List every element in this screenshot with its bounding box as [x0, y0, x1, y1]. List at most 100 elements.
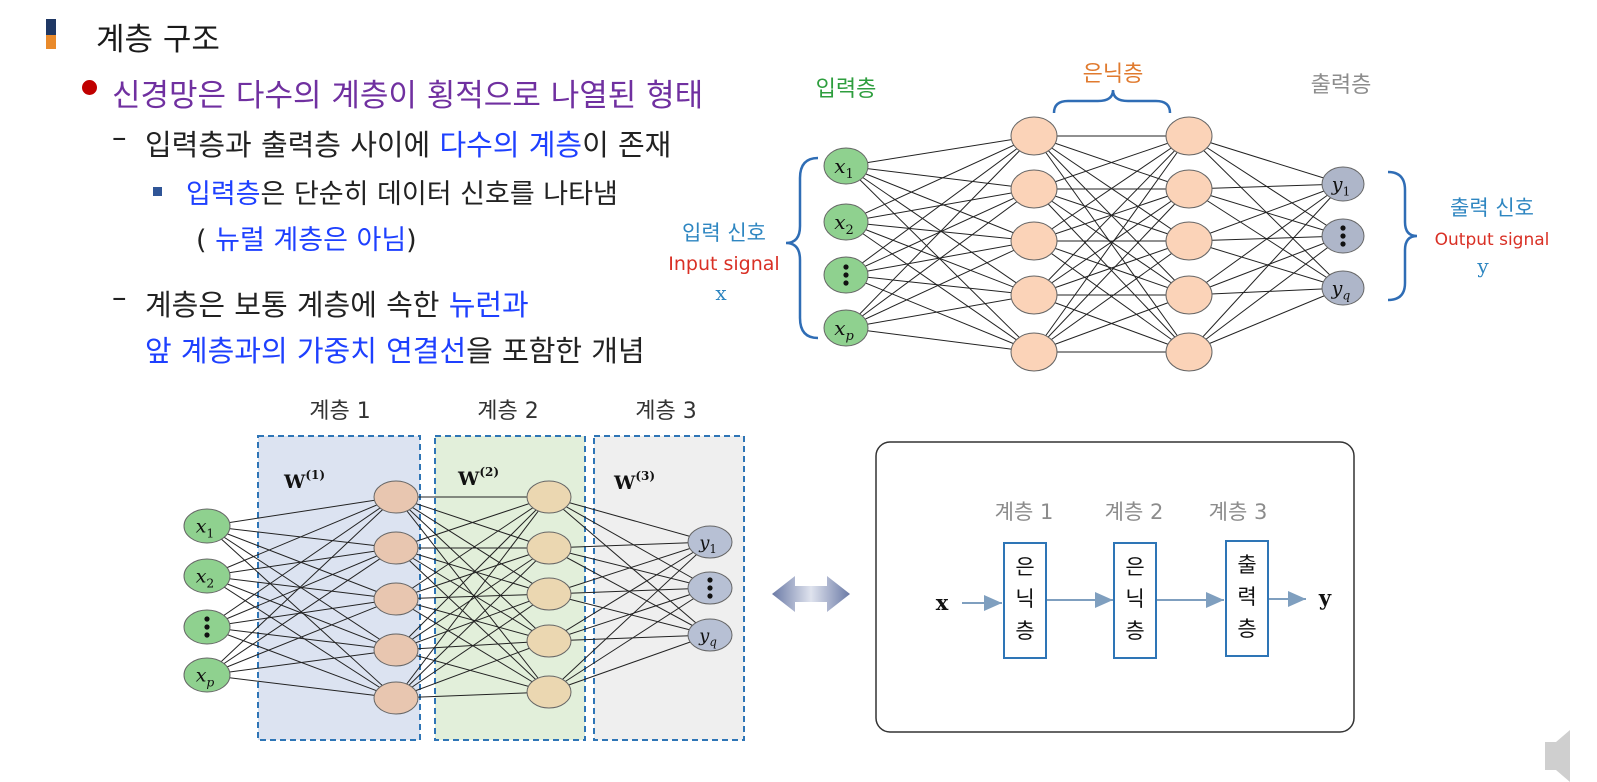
bottom-node-0-2-dot-1 — [204, 624, 210, 630]
top-edge-0-3-1 — [845, 188, 1035, 329]
bottom-node-3-0 — [687, 525, 733, 559]
input-brace — [785, 156, 819, 340]
output-signal-en: Output signal — [1435, 230, 1550, 250]
block-box-2-char-1: 은 — [1125, 555, 1144, 579]
top-edge-0-3-2 — [845, 240, 1035, 329]
top-node-3-2 — [1321, 270, 1365, 306]
top-node-2-3 — [1165, 275, 1213, 315]
bottom-edge-0-2-1 — [206, 547, 397, 628]
top-edge-1-4-0 — [1033, 135, 1190, 353]
bottom-edge-0-2-3 — [206, 626, 397, 651]
top-node-3-1-dot-1 — [1340, 233, 1346, 239]
block-box-1-char-1: 은 — [1015, 555, 1034, 579]
top-node-1-1 — [1010, 169, 1058, 209]
top-edge-1-4-2 — [1033, 240, 1190, 353]
top-node-3-1-dot-0 — [1340, 225, 1346, 231]
bottom-node-3-1-dot-0 — [707, 577, 713, 583]
hidden-layer-brace — [1052, 89, 1172, 114]
bottom-edge-0-0-0 — [206, 496, 397, 527]
top-node-3-2-label: yq — [1331, 278, 1351, 303]
bottom-node-0-3-label: xp — [196, 665, 215, 690]
output-signal-var: y — [1476, 254, 1489, 278]
sub-item-line-2: ( 뉴럴 계층은 아님) — [196, 225, 417, 256]
top-edge-1-4-1 — [1033, 188, 1190, 353]
bottom-node-0-2-dot-2 — [204, 632, 210, 638]
bottom-node-0-1 — [183, 558, 231, 594]
top-network-connections — [845, 135, 1344, 353]
bottom-layer-label-3: 계층 3 — [635, 399, 696, 424]
top-node-0-2-dot-2 — [843, 280, 849, 286]
bottom-edge-1-0-3 — [395, 496, 550, 642]
bottom-edge-2-4-2 — [548, 634, 711, 693]
top-node-1-4 — [1010, 332, 1058, 372]
block-box-2-char-3: 층 — [1125, 619, 1144, 643]
top-node-3-1-dot-2 — [1340, 241, 1346, 247]
top-edge-1-4-3 — [1033, 294, 1190, 353]
bottom-edge-0-3-4 — [206, 674, 397, 699]
top-node-2-0 — [1165, 116, 1213, 156]
bottom-node-2-1 — [526, 531, 572, 565]
block-box-3-char-2: 력 — [1237, 585, 1256, 609]
sub-item-line-1: 입력층은 단순히 데이터 신호를 나타냄 — [186, 179, 618, 210]
top-edge-0-3-0 — [845, 135, 1035, 329]
top-edge-2-4-1 — [1188, 235, 1344, 353]
square-bullet — [153, 187, 162, 196]
block-layer-label-3: 계층 3 — [1209, 500, 1268, 524]
bottom-layer-label-2: 계층 2 — [477, 399, 538, 424]
bottom-node-3-1-dot-1 — [707, 585, 713, 591]
bottom-edge-0-3-1 — [206, 547, 397, 676]
bottom-edge-0-3-0 — [206, 496, 397, 676]
bottom-layer-label-1: 계층 1 — [309, 399, 370, 424]
top-edge-0-0-0 — [845, 135, 1035, 167]
top-node-0-0-label: x1 — [834, 154, 854, 182]
bottom-edge-1-3-4 — [395, 649, 550, 693]
bottom-node-2-3 — [526, 624, 572, 658]
input-signal-var: x — [715, 281, 727, 305]
speaker-icon[interactable] — [1545, 730, 1570, 782]
top-node-0-3-label: xp — [834, 316, 854, 344]
bottom-edge-1-3-0 — [395, 496, 550, 651]
bottom-edge-0-1-0 — [206, 496, 397, 577]
top-edge-1-3-0 — [1033, 135, 1190, 296]
bottom-edge-0-2-0 — [206, 496, 397, 628]
top-edge-0-1-4 — [845, 221, 1035, 353]
title-marker — [46, 19, 56, 49]
sub-bullet-2-line-1: 계층은 보통 계층에 속한 뉴런과 — [145, 288, 529, 322]
top-edge-0-2-0 — [845, 135, 1035, 276]
bottom-edge-2-4-1 — [548, 587, 711, 693]
input-layer-label: 입력층 — [816, 77, 877, 102]
sub-bullet-1: 입력층과 출력층 사이에 다수의 계층이 존재 — [145, 128, 672, 162]
bottom-edge-2-3-0 — [548, 541, 711, 642]
bottom-node-3-0-label: y1 — [698, 532, 717, 556]
bottom-edge-1-2-0 — [395, 496, 550, 600]
top-edge-2-4-0 — [1188, 183, 1344, 353]
top-node-0-1-label: x2 — [834, 210, 854, 238]
bottom-node-0-0-label: x1 — [196, 516, 215, 541]
bottom-node-0-0 — [183, 508, 231, 544]
bottom-node-3-1-dot-2 — [707, 593, 713, 599]
block-output-y: y — [1318, 585, 1332, 610]
top-node-2-1 — [1165, 169, 1213, 209]
top-edge-1-3-1 — [1033, 188, 1190, 296]
bottom-edge-2-0-0 — [548, 496, 711, 543]
top-edge-1-3-2 — [1033, 240, 1190, 296]
top-edge-0-0-1 — [845, 165, 1035, 190]
top-edge-2-1-0 — [1188, 183, 1344, 190]
block-box-3 — [1225, 540, 1269, 657]
top-edge-1-1-0 — [1033, 135, 1190, 190]
top-node-2-2 — [1165, 221, 1213, 261]
bullet-dot — [82, 80, 97, 95]
bottom-node-0-3 — [183, 657, 231, 693]
bottom-node-0-1-label: x2 — [196, 566, 215, 591]
bottom-node-2-4 — [526, 675, 572, 709]
bottom-edge-1-2-3 — [395, 598, 550, 642]
bottom-edge-1-4-4 — [395, 691, 550, 699]
weight-w2: W(2) — [457, 465, 499, 490]
bottom-edge-2-0-2 — [548, 496, 711, 636]
top-node-1-0 — [1010, 116, 1058, 156]
bottom-node-1-2 — [373, 582, 419, 616]
bottom-edge-0-3-2 — [206, 598, 397, 676]
top-edge-2-3-1 — [1188, 235, 1344, 296]
output-brace — [1387, 170, 1418, 302]
